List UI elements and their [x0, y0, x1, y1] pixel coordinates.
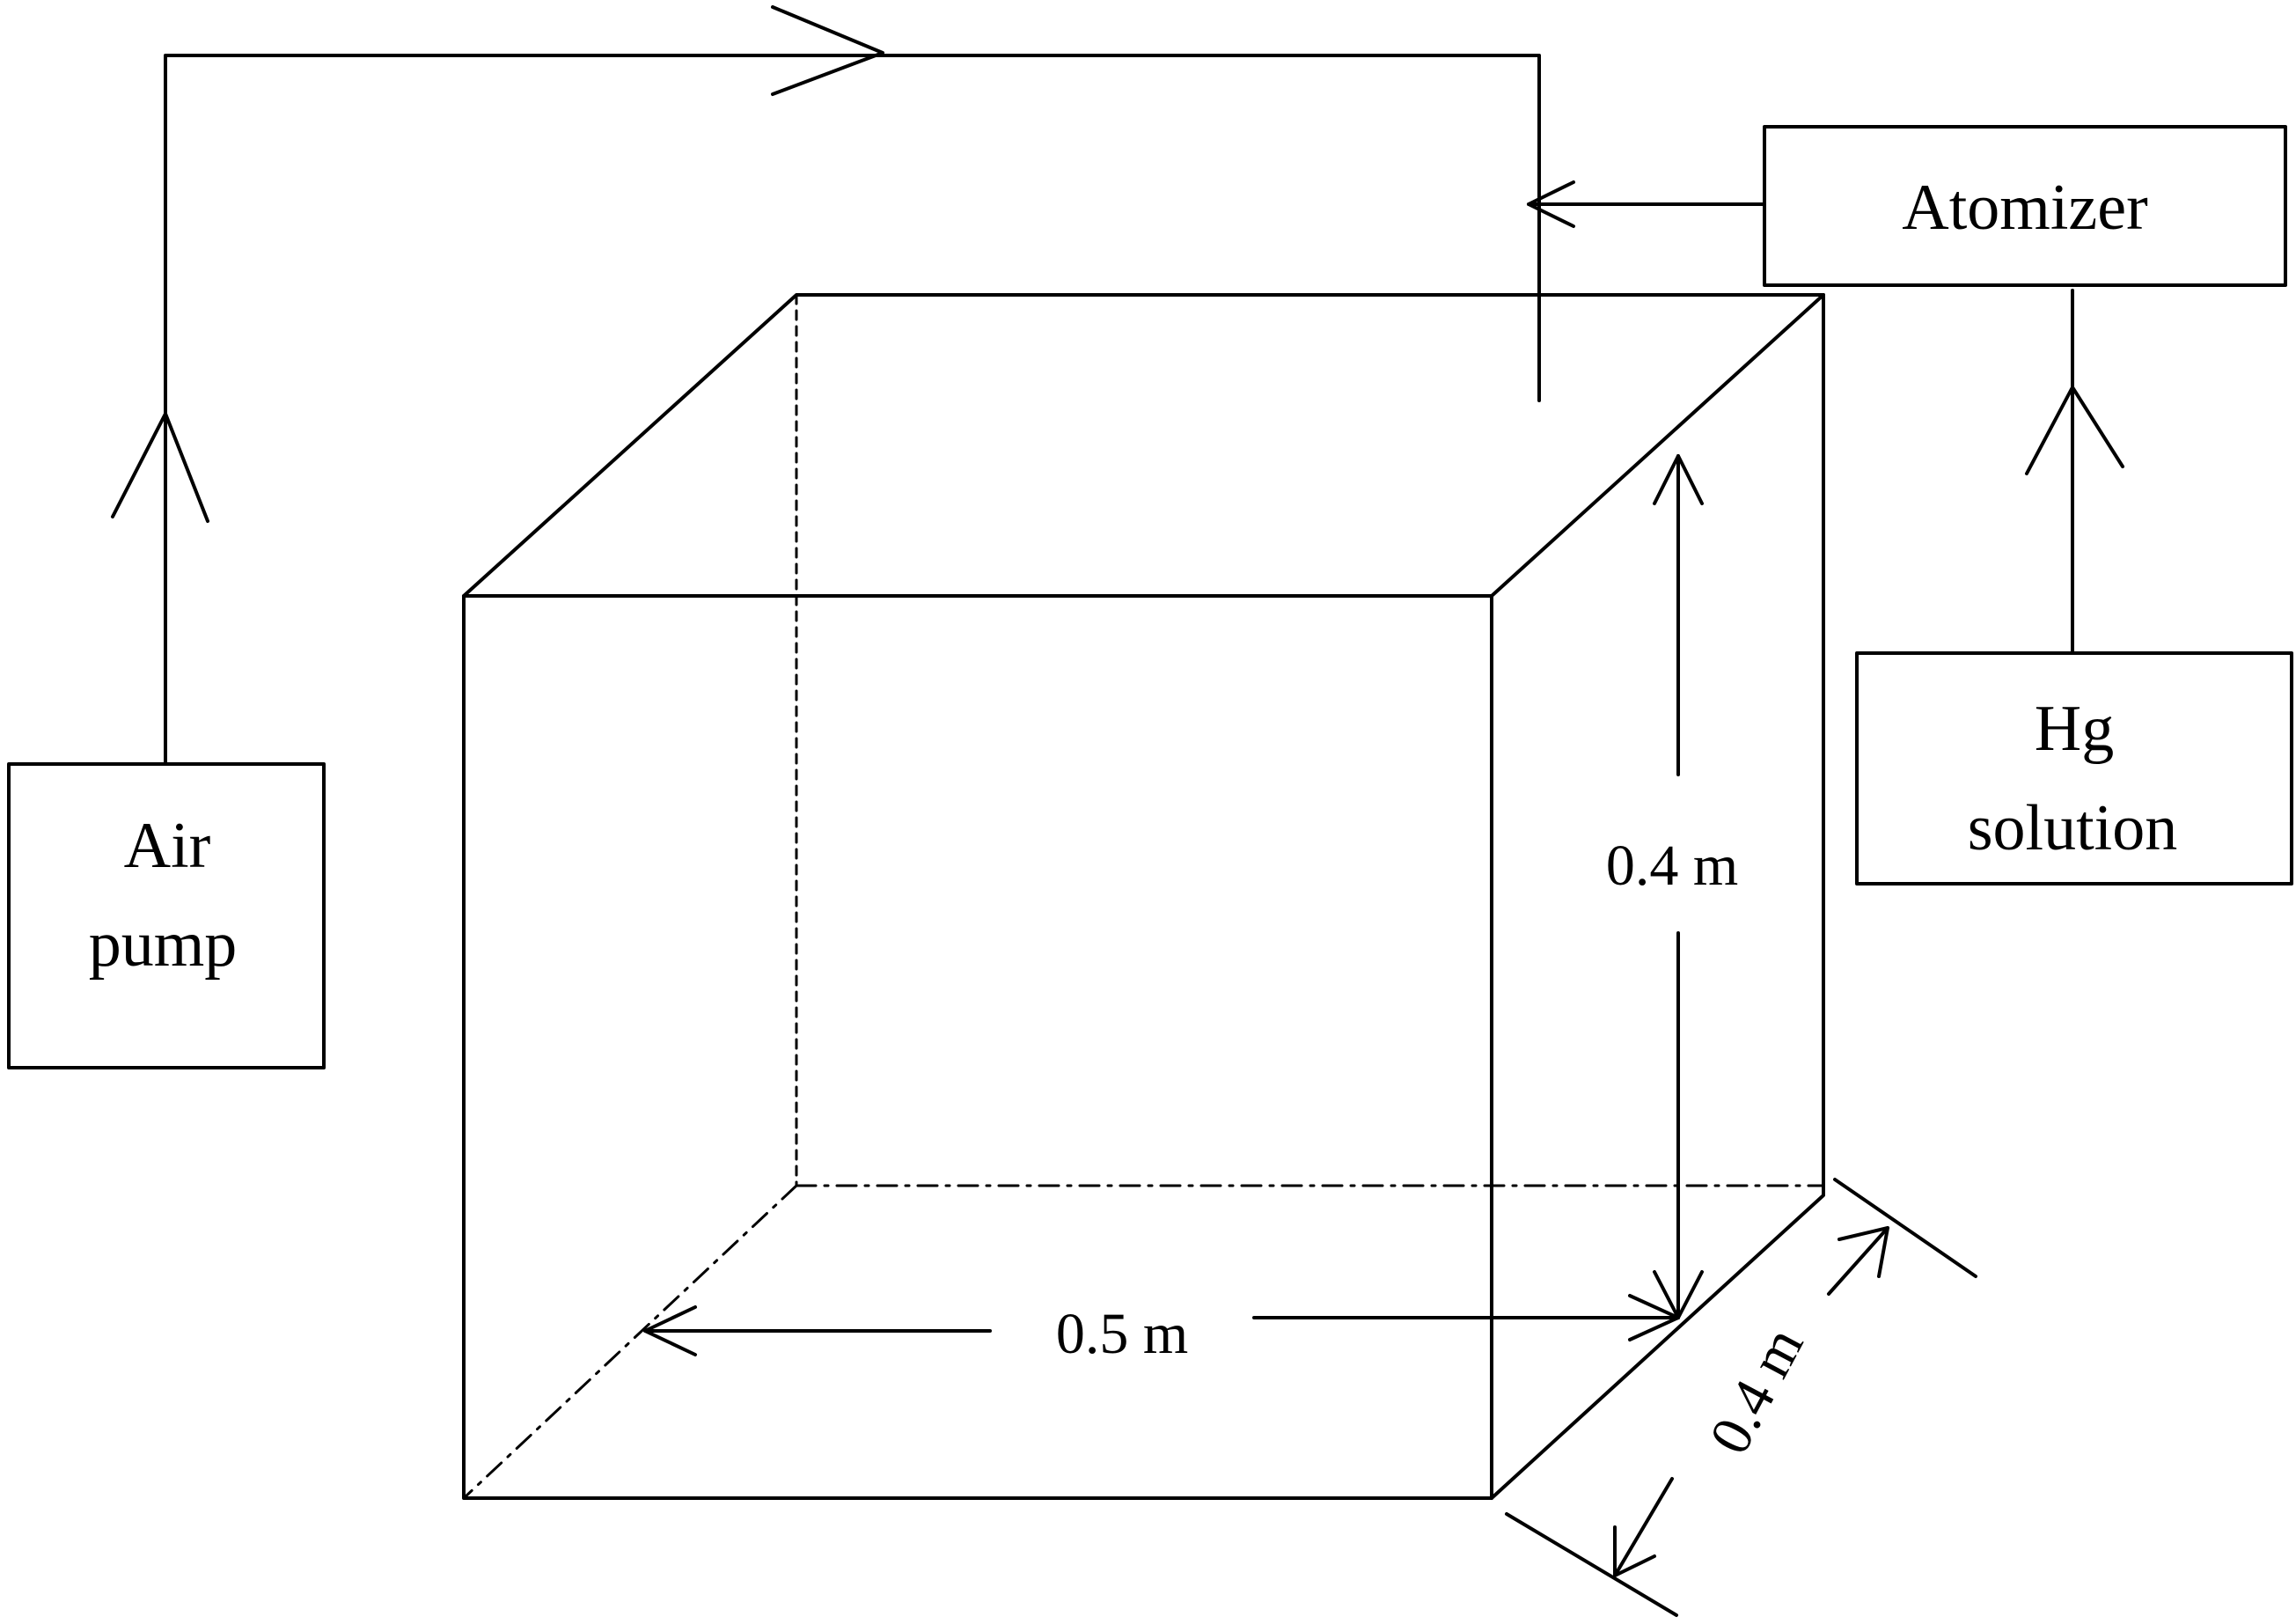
width-dimension-label: 0.5 m — [1056, 1302, 1188, 1366]
chamber-box — [462, 293, 1825, 1500]
chamber-right-face — [1490, 293, 1825, 1500]
hg-solution-box — [1855, 651, 2293, 885]
air-pump-box — [7, 762, 326, 1069]
air-supply-pipe — [164, 54, 1541, 766]
air-flow-arrow-right-icon — [771, 5, 884, 96]
hg-feed-arrow-icon — [2025, 386, 2124, 475]
chamber-front-face — [462, 594, 1493, 1500]
depth-arrow-bottom-icon — [1613, 1525, 1656, 1577]
height-dimension-label: 0.4 m — [1606, 834, 1738, 898]
width-arrow-right-icon — [1628, 1294, 1680, 1341]
hg-solution-label-line2: solution — [1968, 792, 2177, 864]
depth-extension-lines — [1505, 1178, 1977, 1617]
depth-dimension-line — [1613, 1226, 1889, 1577]
atomizer-feed-arrow-icon — [1527, 180, 1575, 228]
chamber-hidden-edges — [462, 293, 1825, 1500]
chamber-top-face — [462, 293, 1825, 598]
air-pump-label-line1: Air — [124, 810, 211, 882]
height-arrow-top-icon — [1653, 454, 1704, 505]
depth-arrow-top-icon — [1838, 1226, 1889, 1278]
atomizer-box — [1763, 125, 2287, 287]
atomizer-label: Atomizer — [1902, 172, 2147, 244]
hg-solution-label-line1: Hg — [2035, 693, 2114, 765]
width-arrow-left-icon — [643, 1305, 697, 1356]
air-flow-arrow-up-icon — [111, 412, 209, 523]
width-dimension-line — [643, 1316, 1680, 1333]
air-pump-label-line2: pump — [89, 908, 238, 981]
